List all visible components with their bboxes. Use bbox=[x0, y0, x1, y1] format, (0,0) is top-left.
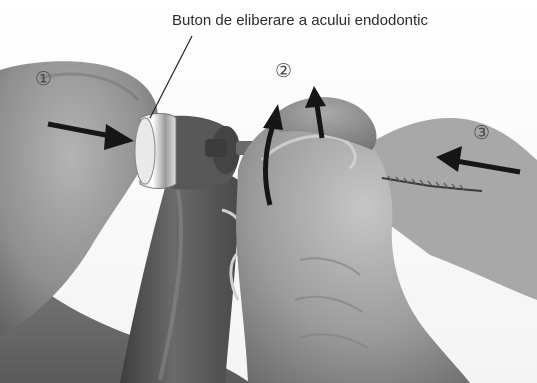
release-button-face bbox=[135, 118, 155, 184]
step-2-marker: ② bbox=[275, 62, 292, 81]
release-button-caption: Buton de eliberare a acului endodontic bbox=[172, 12, 428, 29]
chuck-collar bbox=[205, 139, 227, 157]
step-3-marker: ③ bbox=[473, 124, 490, 143]
step-1-marker: ① bbox=[35, 70, 52, 89]
